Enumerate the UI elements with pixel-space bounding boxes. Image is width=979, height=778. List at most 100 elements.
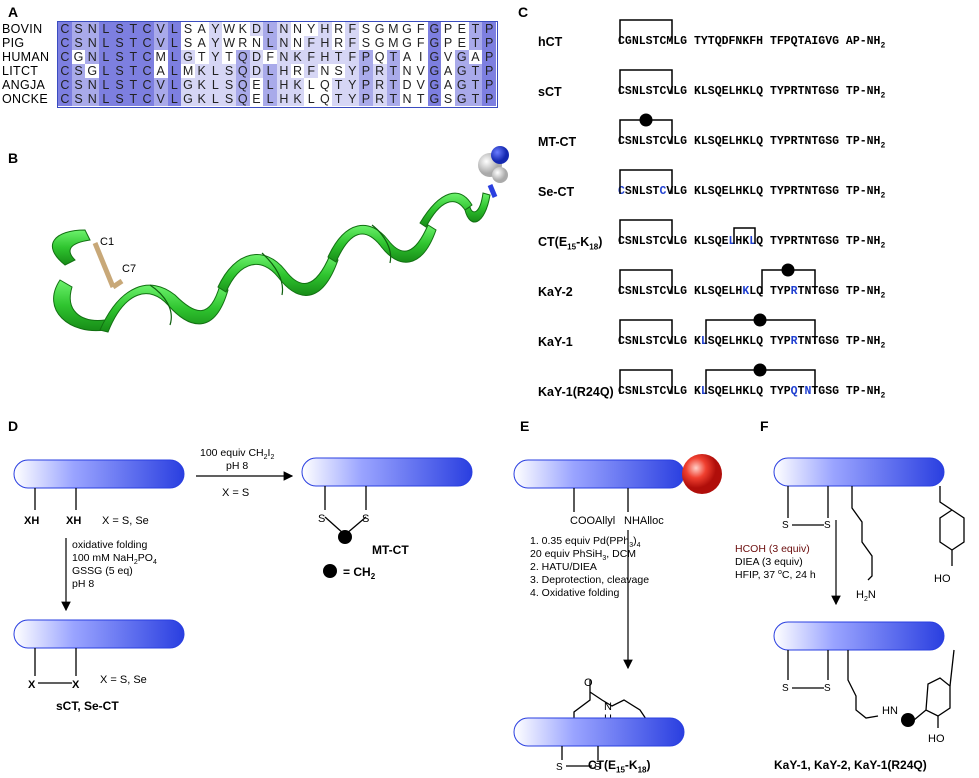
alignment-residue: V: [153, 22, 168, 36]
alignment-residue: G: [181, 50, 195, 64]
alignment-frame: [57, 21, 499, 108]
e-step-4: 4. Oxidative folding: [530, 587, 619, 599]
alignment-row-name: ANGJA: [2, 78, 46, 92]
alignment-residue: Y: [345, 64, 360, 78]
alignment-row-name: HUMAN: [2, 50, 50, 64]
alignment-residue: V: [413, 64, 428, 78]
alignment-residue: T: [126, 78, 141, 92]
alignment-residue: T: [222, 50, 236, 64]
alignment-residue: F: [413, 22, 428, 36]
alignment-residue: S: [71, 92, 86, 106]
panel-e-scheme: COOAllyl NHAlloc 1. 0.35 equiv Pd(PPh3)4…: [513, 454, 722, 773]
alignment-residue: P: [441, 36, 455, 50]
alignment-residue: G: [454, 64, 469, 78]
sequence-label: hCT: [538, 35, 563, 49]
alignment-residue: S: [112, 78, 127, 92]
fold-step-4: pH 8: [72, 578, 94, 590]
alignment-residue: N: [277, 50, 291, 64]
coo-allyl: COOAllyl: [570, 515, 615, 527]
alignment-residue: N: [277, 36, 291, 50]
alignment-residue: L: [167, 36, 182, 50]
alignment-residue: L: [167, 78, 182, 92]
alignment-residue: L: [99, 64, 113, 78]
alignment-residue: T: [468, 22, 483, 36]
alignment-residue: P: [482, 22, 496, 36]
alignment-residue: K: [194, 78, 209, 92]
alignment-residue: T: [468, 78, 483, 92]
xh-right: XH: [66, 515, 81, 527]
peptide-sequence: CSNLSTCVLG KLSQELHKLQ TYPRTNTGSG TP-NH2: [618, 185, 886, 201]
alignment-residue: K: [290, 50, 305, 64]
alignment-residue: L: [304, 78, 319, 92]
alignment-residue: G: [427, 50, 442, 64]
alignment-residue: Q: [318, 78, 332, 92]
sulfur-f1: S: [782, 520, 789, 531]
alignment-residue: T: [386, 64, 401, 78]
alignment-residue: S: [359, 36, 373, 50]
alignment-residue: G: [454, 92, 469, 106]
alignment-residue: M: [181, 64, 195, 78]
alignment-residue: L: [304, 92, 319, 106]
alignment-residue: R: [372, 64, 387, 78]
alignment-residue: G: [372, 36, 387, 50]
alignment-residue: V: [441, 50, 455, 64]
alignment-residue: K: [194, 92, 209, 106]
disulfide-bond: [92, 242, 124, 290]
alignment-residue: T: [386, 92, 401, 106]
alignment-residue: K: [194, 64, 209, 78]
sequence-label: MT-CT: [538, 135, 577, 149]
alignment-row-name: LITCT: [2, 64, 39, 78]
alignment-residue: Q: [372, 50, 387, 64]
amine-h2n: H2N: [856, 589, 876, 603]
alignment-residue: L: [167, 64, 182, 78]
alignment-residue: F: [304, 50, 319, 64]
alignment-residue: D: [400, 78, 414, 92]
alignment-residue: L: [99, 36, 113, 50]
xh-left: XH: [24, 515, 39, 527]
alignment-row-name: BOVIN: [2, 22, 43, 36]
sequence-label: sCT: [538, 85, 562, 99]
alignment-residue: S: [441, 92, 455, 106]
alignment-residue: S: [112, 92, 127, 106]
alignment-residue: G: [181, 78, 195, 92]
alignment-residue: S: [222, 92, 236, 106]
alignment-residue: L: [208, 92, 223, 106]
alignment-residue: G: [427, 92, 442, 106]
alignment-residue: G: [85, 64, 100, 78]
alignment-residue: G: [454, 78, 469, 92]
alignment-residue: T: [331, 78, 346, 92]
alignment-residue: E: [249, 92, 264, 106]
alignment-residue: E: [454, 22, 469, 36]
alignment-residue: L: [99, 22, 113, 36]
alignment-residue: S: [222, 64, 236, 78]
x-equals-2: X = S, Se: [100, 674, 147, 686]
alignment-residue: R: [372, 78, 387, 92]
alignment-residue: T: [468, 92, 483, 106]
alignment-residue: G: [454, 50, 469, 64]
alignment-residue: Q: [235, 64, 250, 78]
alignment-residue: L: [263, 92, 277, 106]
panel-d-scheme: XH XH X = S, Se 100 equiv CH2I2 pH 8 X =…: [13, 447, 473, 713]
peptide-sequence: CSNLSTCVLG KLSQELHKLQ TYPRTNTGSG TP-NH2: [618, 285, 886, 301]
alignment-residue: T: [386, 50, 401, 64]
alignment-row-name: PIG: [2, 36, 25, 50]
alignment-residue: T: [126, 22, 141, 36]
x-equals: X = S, Se: [102, 515, 149, 527]
peptide-sequence: CSNLSTCVLG KLSQELHKLQ TYPQTNTGSG TP-NH2: [618, 385, 886, 401]
alignment-residue: H: [318, 50, 332, 64]
sequence-label: KaY-1: [538, 335, 573, 349]
alignment-residue: G: [427, 78, 442, 92]
alignment-residue: E: [454, 36, 469, 50]
alignment-residue: P: [359, 50, 373, 64]
alignment-residue: N: [85, 78, 100, 92]
reagent-ph8: pH 8: [226, 460, 248, 472]
terminal-atoms: [478, 146, 509, 198]
panel-f-scheme: S S H2N HO HCOH (3 equiv) DIEA (3 equiv)…: [735, 457, 965, 745]
fold-step-1: oxidative folding: [72, 539, 147, 551]
alignment-residue: Q: [235, 92, 250, 106]
sulfur-2: S: [362, 513, 369, 525]
alignment-residue: A: [468, 50, 483, 64]
reagent-hfip: HFIP, 37 oC, 24 h: [735, 569, 816, 581]
alignment-residue: Q: [235, 78, 250, 92]
